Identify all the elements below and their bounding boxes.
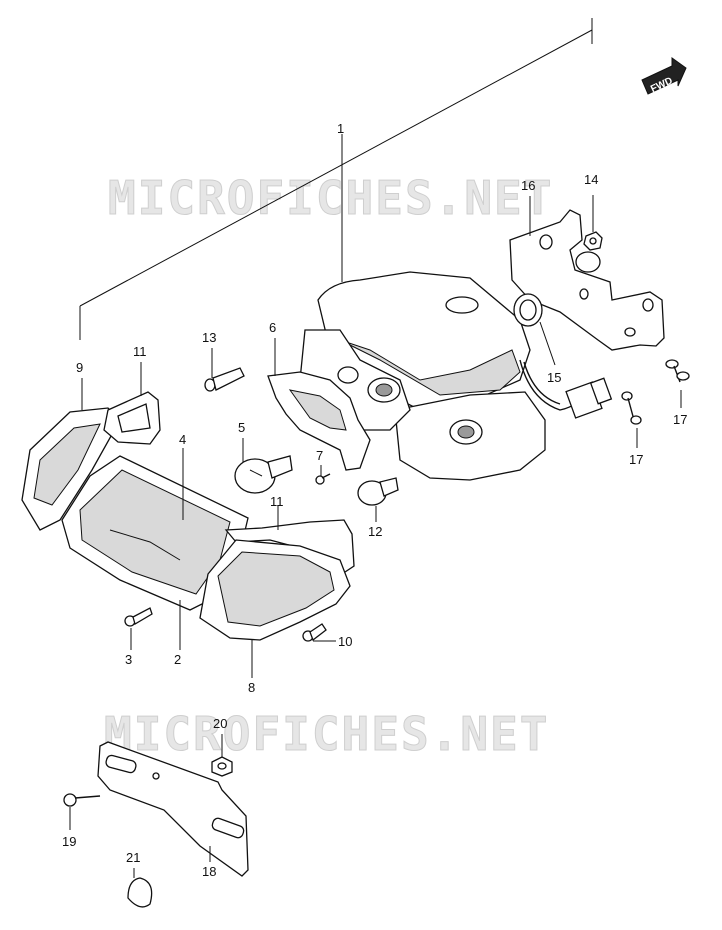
callout-10: 10 (338, 634, 352, 649)
cap-21 (127, 877, 153, 908)
tail-light-housing (299, 271, 546, 481)
callout-12: 12 (368, 524, 382, 539)
callout-21: 21 (126, 850, 140, 865)
callout-8: 8 (248, 680, 255, 695)
callout-19: 19 (62, 834, 76, 849)
callout-16: 16 (521, 178, 535, 193)
callout-15: 15 (547, 370, 561, 385)
wiring-connector (519, 359, 613, 419)
watermark-bottom: MICROFICHES.NET (104, 707, 549, 761)
assembly-bracket (79, 18, 593, 340)
gasket (267, 371, 371, 471)
callout-20: 20 (213, 716, 227, 731)
callout-13: 13 (202, 330, 216, 345)
forward-arrow-icon: FWD (641, 57, 687, 95)
screw-10 (302, 623, 327, 642)
callout-11-right: 11 (270, 494, 284, 509)
bulb-5 (234, 455, 293, 494)
watermark-top: MICROFICHES.NET (108, 171, 553, 225)
mounting-bracket (509, 209, 665, 351)
left-lens-gasket (103, 391, 161, 445)
screw-3 (124, 607, 153, 627)
screw-17-left (621, 391, 642, 425)
screw-13 (204, 367, 245, 392)
screw-7 (315, 473, 331, 485)
callout-4: 4 (179, 432, 186, 447)
callout-17-right: 17 (673, 412, 687, 427)
callout-6: 6 (269, 320, 276, 335)
right-turn-lens (199, 539, 351, 641)
nut-20 (211, 756, 233, 777)
callout-11-left: 11 (133, 344, 147, 359)
bulb-12 (357, 477, 399, 506)
callout-5: 5 (238, 420, 245, 435)
license-plate-bracket (97, 741, 249, 877)
nut-14 (583, 231, 603, 251)
callout-7: 7 (316, 448, 323, 463)
callout-9: 9 (76, 360, 83, 375)
callout-14: 14 (584, 172, 598, 187)
callout-18: 18 (202, 864, 216, 879)
left-turn-lens (21, 407, 121, 531)
callout-2: 2 (174, 652, 181, 667)
bolt-19 (63, 793, 101, 807)
screw-17-right (665, 359, 690, 383)
main-tail-lens (61, 455, 249, 611)
grommet (513, 293, 543, 327)
callout-17-left: 17 (629, 452, 643, 467)
callout-3: 3 (125, 652, 132, 667)
callout-1: 1 (337, 121, 344, 136)
